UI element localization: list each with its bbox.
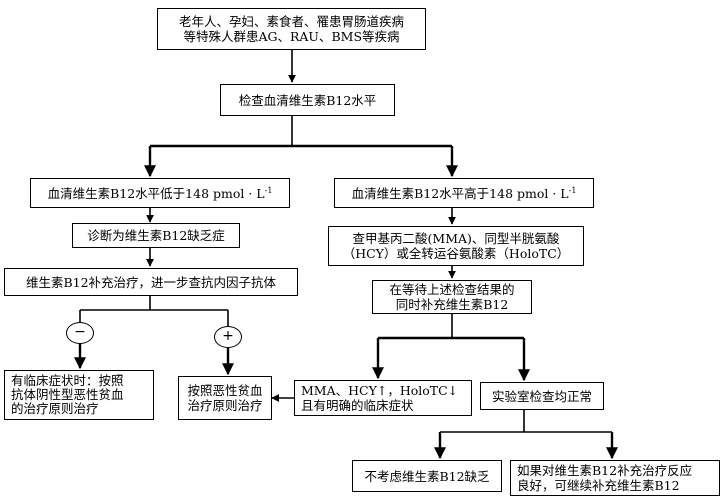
node-abnormal-results-line-2: 且有明确的临床症状 <box>301 398 414 413</box>
node-low-b12-text: 血清维生素B12水平低于148 pmol · L-1 <box>37 186 283 201</box>
node-wait-supplement: 在等待上述检查结果的 同时补充维生素B12 <box>372 280 532 314</box>
node-symptomatic-treatment-line-3: 的治疗原则治疗 <box>11 401 99 416</box>
node-high-b12: 血清维生素B12水平高于148 pmol · L-1 <box>334 178 594 208</box>
node-pernicious-treatment-line-2: 治疗原则治疗 <box>187 398 263 413</box>
node-high-b12-main: 血清维生素B12水平高于148 pmol · L <box>351 185 569 201</box>
node-wait-supplement-line-1: 在等待上述检查结果的 <box>389 282 515 297</box>
node-normal-results-text: 实验室检查均正常 <box>491 388 592 404</box>
node-low-b12-main: 血清维生素B12水平低于148 pmol · L <box>47 185 265 201</box>
node-check-mma-line-2: （HCY）或全转运谷氨酸素（HoloTC） <box>342 246 570 261</box>
node-pernicious-treatment: 按照恶性贫血 治疗原则治疗 <box>178 376 272 420</box>
positive-sign: + <box>214 326 242 348</box>
node-low-b12-sup: -1 <box>264 185 273 195</box>
node-low-b12: 血清维生素B12水平低于148 pmol · L-1 <box>30 178 290 208</box>
node-check-b12: 检查血清维生素B12水平 <box>220 84 395 116</box>
node-pernicious-treatment-line-1: 按照恶性贫血 <box>187 383 263 398</box>
node-abnormal-results-line-1: MMA、HCY↑，HoloTC↓ <box>301 383 459 398</box>
node-symptomatic-treatment: 有临床症状时：按照 抗体阴性型恶性贫血 的治疗原则治疗 <box>4 370 154 420</box>
negative-sign: − <box>66 322 94 344</box>
node-diagnose-deficiency: 诊断为维生素B12缺乏症 <box>72 223 240 248</box>
node-population-line-1: 老年人、孕妇、素食者、罹患胃肠道疾病 <box>178 14 404 29</box>
node-continue-supplement-line-2: 良好，可继续补充维生素B12 <box>517 478 680 493</box>
node-exclude-deficiency: 不考虑维生素B12缺乏 <box>352 460 502 492</box>
node-continue-supplement: 如果对维生素B12补充治疗反应 良好，可继续补充维生素B12 <box>510 460 720 496</box>
node-normal-results: 实验室检查均正常 <box>480 382 604 410</box>
node-supplement-check-antibody: 维生素B12补充治疗，进一步查抗内因子抗体 <box>4 268 298 296</box>
node-check-mma-line-1: 查甲基丙二酸(MMA)、同型半胱氨酸 <box>352 231 560 246</box>
node-supplement-check-antibody-text: 维生素B12补充治疗，进一步查抗内因子抗体 <box>25 274 277 290</box>
node-population: 老年人、孕妇、素食者、罹患胃肠道疾病 等特殊人群患AG、RAU、BMS等疾病 <box>157 8 426 50</box>
node-continue-supplement-line-1: 如果对维生素B12补充治疗反应 <box>517 463 693 478</box>
node-symptomatic-treatment-line-1: 有临床症状时：按照 <box>11 373 124 388</box>
node-high-b12-text: 血清维生素B12水平高于148 pmol · L-1 <box>341 186 587 201</box>
node-check-mma: 查甲基丙二酸(MMA)、同型半胱氨酸 （HCY）或全转运谷氨酸素（HoloTC） <box>328 226 584 266</box>
node-abnormal-results: MMA、HCY↑，HoloTC↓ 且有明确的临床症状 <box>294 380 472 416</box>
node-check-b12-text: 检查血清维生素B12水平 <box>238 92 377 108</box>
node-exclude-deficiency-text: 不考虑维生素B12缺乏 <box>364 468 490 484</box>
node-diagnose-deficiency-text: 诊断为维生素B12缺乏症 <box>87 228 225 243</box>
node-wait-supplement-line-2: 同时补充维生素B12 <box>395 297 509 312</box>
node-symptomatic-treatment-line-2: 抗体阴性型恶性贫血 <box>11 387 124 402</box>
node-high-b12-sup: -1 <box>568 185 577 195</box>
node-population-line-2: 等特殊人群患AG、RAU、BMS等疾病 <box>183 29 400 44</box>
